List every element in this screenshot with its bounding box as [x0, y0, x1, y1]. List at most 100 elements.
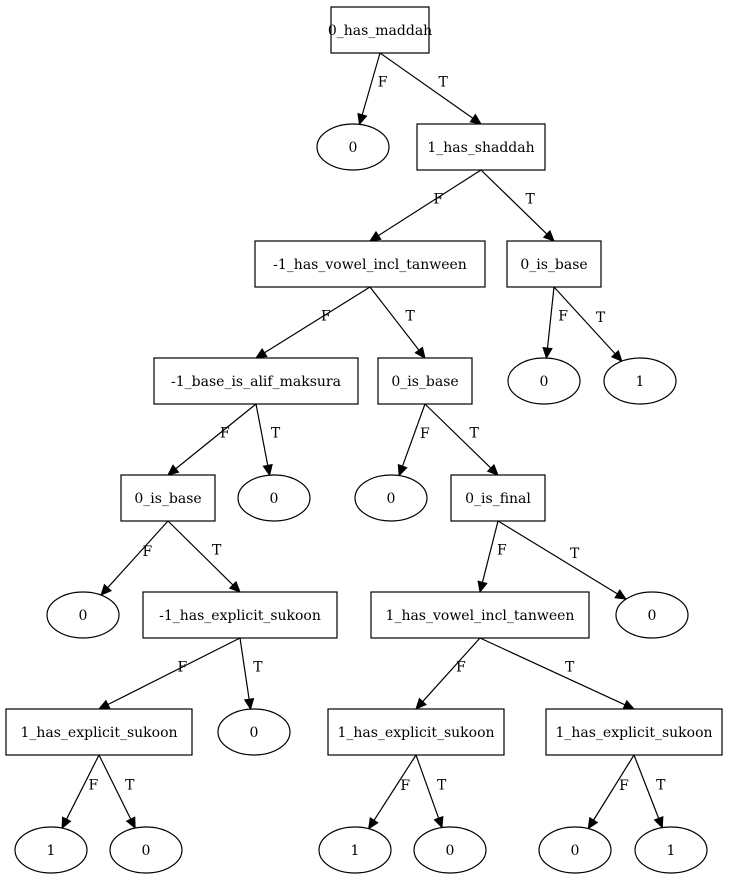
arrowhead-icon [610, 349, 623, 363]
arrowhead-icon [100, 583, 112, 596]
edge-label-t: T [437, 777, 447, 793]
node-label-1-has-shaddah: 1_has_shaddah [427, 140, 534, 156]
edge-n4-n9: T [369, 286, 426, 359]
arrowhead-icon [228, 580, 241, 593]
decision-node-n9: 0_is_base [377, 357, 473, 405]
edge-label-t: T [570, 546, 580, 562]
node-label-1-has-vowel-incl-tanween: 1_has_vowel_incl_tanween [386, 608, 575, 624]
node-label-1: 1 [47, 843, 56, 859]
decision-box [254, 240, 486, 288]
leaf-ellipse [413, 826, 487, 874]
edge-label-f: F [619, 778, 629, 794]
decision-node-n20: 1_has_explicit_sukoon [327, 708, 505, 756]
decision-box [142, 591, 338, 639]
leaf-ellipse [538, 826, 612, 874]
edge-n15-n18: F [97, 637, 241, 710]
leaf-ellipse [14, 826, 88, 874]
leaf-node-n24: 1 [318, 826, 392, 874]
edge-line [107, 520, 169, 589]
edge-n18-n22: F [61, 754, 100, 830]
decision-box [327, 708, 505, 756]
decision-box [153, 357, 359, 405]
edge-n21-n26: F [587, 754, 635, 830]
edge-n16-n21: T [479, 637, 636, 710]
edge-line [107, 637, 241, 706]
node-label-1: 1 [636, 374, 645, 390]
decision-node-n3: 1_has_shaddah [416, 123, 546, 171]
arrowhead-icon [433, 815, 444, 829]
node-label-1-has-explicit-sukoon: 1_has_explicit_sukoon [20, 725, 177, 741]
decision-box [506, 240, 602, 288]
edge-n16-n20: F [415, 637, 481, 710]
node-label-0-is-base: 0_is_base [134, 491, 201, 507]
edge-line [546, 286, 555, 349]
arrowhead-icon [61, 816, 72, 830]
node-label-1-has-vowel-incl-tanween: -1_has_vowel_incl_tanween [273, 257, 467, 273]
arrowhead-icon [542, 347, 553, 360]
node-label-0: 0 [446, 843, 455, 859]
arrowhead-icon [243, 697, 255, 711]
arrowhead-icon [653, 815, 664, 829]
edge-line [378, 169, 482, 237]
edge-n5-n6: F [542, 286, 568, 360]
edge-line [66, 754, 100, 820]
edge-line [479, 637, 626, 706]
edge-n4-n8: F [254, 286, 371, 359]
edge-line [415, 754, 440, 819]
node-label-0: 0 [250, 725, 259, 741]
arrowhead-icon [414, 346, 426, 359]
leaf-node-n7: 1 [603, 357, 677, 405]
edge-n9-n13: T [424, 403, 499, 476]
leaf-node-n11: 0 [237, 474, 311, 522]
arrowhead-icon [542, 229, 555, 242]
leaf-ellipse [507, 357, 581, 405]
edge-line [361, 52, 381, 115]
leaf-ellipse [615, 591, 689, 639]
node-label-1-has-explicit-sukoon: 1_has_explicit_sukoon [337, 725, 494, 741]
node-label-1-base-is-alif-maksura: -1_base_is_alif_maksura [171, 374, 341, 390]
arrowhead-icon [167, 464, 180, 476]
decision-node-n21: 1_has_explicit_sukoon [545, 708, 723, 756]
decision-node-n1: 0_has_maddah [328, 6, 432, 54]
edge-n10-n15: T [167, 520, 241, 593]
node-label-0: 0 [648, 608, 657, 624]
edge-line [167, 520, 234, 586]
arrowhead-icon [614, 589, 628, 600]
leaf-ellipse [316, 123, 390, 171]
node-label-1: 1 [351, 843, 360, 859]
node-label-0-is-base: 0_is_base [520, 257, 587, 273]
edge-line [480, 169, 548, 235]
edge-label-t: T [656, 777, 666, 793]
edge-label-f: F [434, 192, 444, 208]
arrowhead-icon [587, 816, 599, 830]
edge-line [264, 286, 371, 354]
edge-n15-n19: T [239, 637, 263, 711]
edge-line [98, 754, 132, 820]
edge-label-f: F [400, 778, 410, 794]
leaf-node-n12: 0 [354, 474, 428, 522]
leaf-node-n6: 0 [507, 357, 581, 405]
edge-line [373, 754, 417, 821]
leaf-ellipse [46, 591, 120, 639]
node-label-1-has-explicit-sukoon: 1_has_explicit_sukoon [555, 725, 712, 741]
leaf-node-n2: 0 [316, 123, 390, 171]
leaf-ellipse [237, 474, 311, 522]
edge-line [401, 403, 426, 467]
edge-n20-n24: F [368, 754, 417, 830]
arrowhead-icon [397, 463, 408, 477]
decision-node-n13: 0_is_final [450, 474, 546, 522]
edge-line [481, 520, 499, 583]
edge-line [593, 754, 635, 821]
leaf-node-n25: 0 [413, 826, 487, 874]
decision-box [545, 708, 723, 756]
leaf-ellipse [217, 708, 291, 756]
edge-n1-n3: T [379, 52, 482, 125]
decision-node-n5: 0_is_base [506, 240, 602, 288]
edge-label-t: T [526, 192, 536, 208]
decision-node-n10: 0_is_base [120, 474, 216, 522]
decision-node-n16: 1_has_vowel_incl_tanween [370, 591, 590, 639]
leaf-node-n22: 1 [14, 826, 88, 874]
decision-box [120, 474, 216, 522]
